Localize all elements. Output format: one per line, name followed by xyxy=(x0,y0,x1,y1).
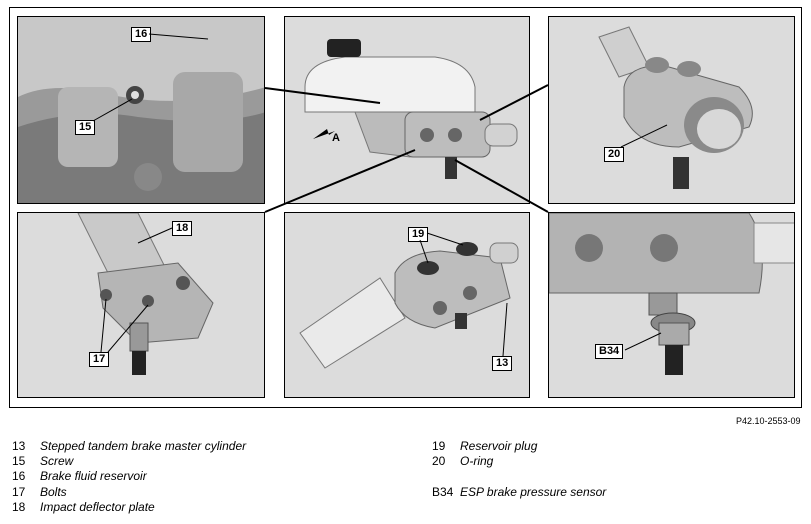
figure-reference: P42.10-2553-09 xyxy=(736,416,801,426)
photo-master-cylinder-plugs: 19 13 xyxy=(284,212,530,398)
assembly-image xyxy=(285,17,529,203)
photo-o-ring: 20 xyxy=(548,16,795,204)
callout-17: 17 xyxy=(89,352,110,367)
esp-sensor-image xyxy=(549,213,794,397)
callout-20: 20 xyxy=(604,147,625,162)
callout-13: 13 xyxy=(492,356,513,371)
photo-master-cylinder-assembly: A xyxy=(284,16,530,204)
master-cylinder-image xyxy=(285,213,529,397)
callout-B34: B34 xyxy=(595,344,624,359)
o-ring-image xyxy=(549,17,794,203)
reservoir-screw-image xyxy=(18,17,264,203)
callout-16: 16 xyxy=(131,27,152,42)
callout-18: 18 xyxy=(172,221,193,236)
callout-A: A xyxy=(332,132,340,144)
callout-19: 19 xyxy=(408,227,429,242)
impact-deflector-image xyxy=(18,213,264,397)
photo-esp-sensor: B34 xyxy=(548,212,795,398)
photo-reservoir-screw: 16 15 xyxy=(17,16,265,204)
callout-15: 15 xyxy=(75,120,96,135)
legend-spacer xyxy=(432,469,606,484)
photo-impact-deflector: 18 17 xyxy=(17,212,265,398)
